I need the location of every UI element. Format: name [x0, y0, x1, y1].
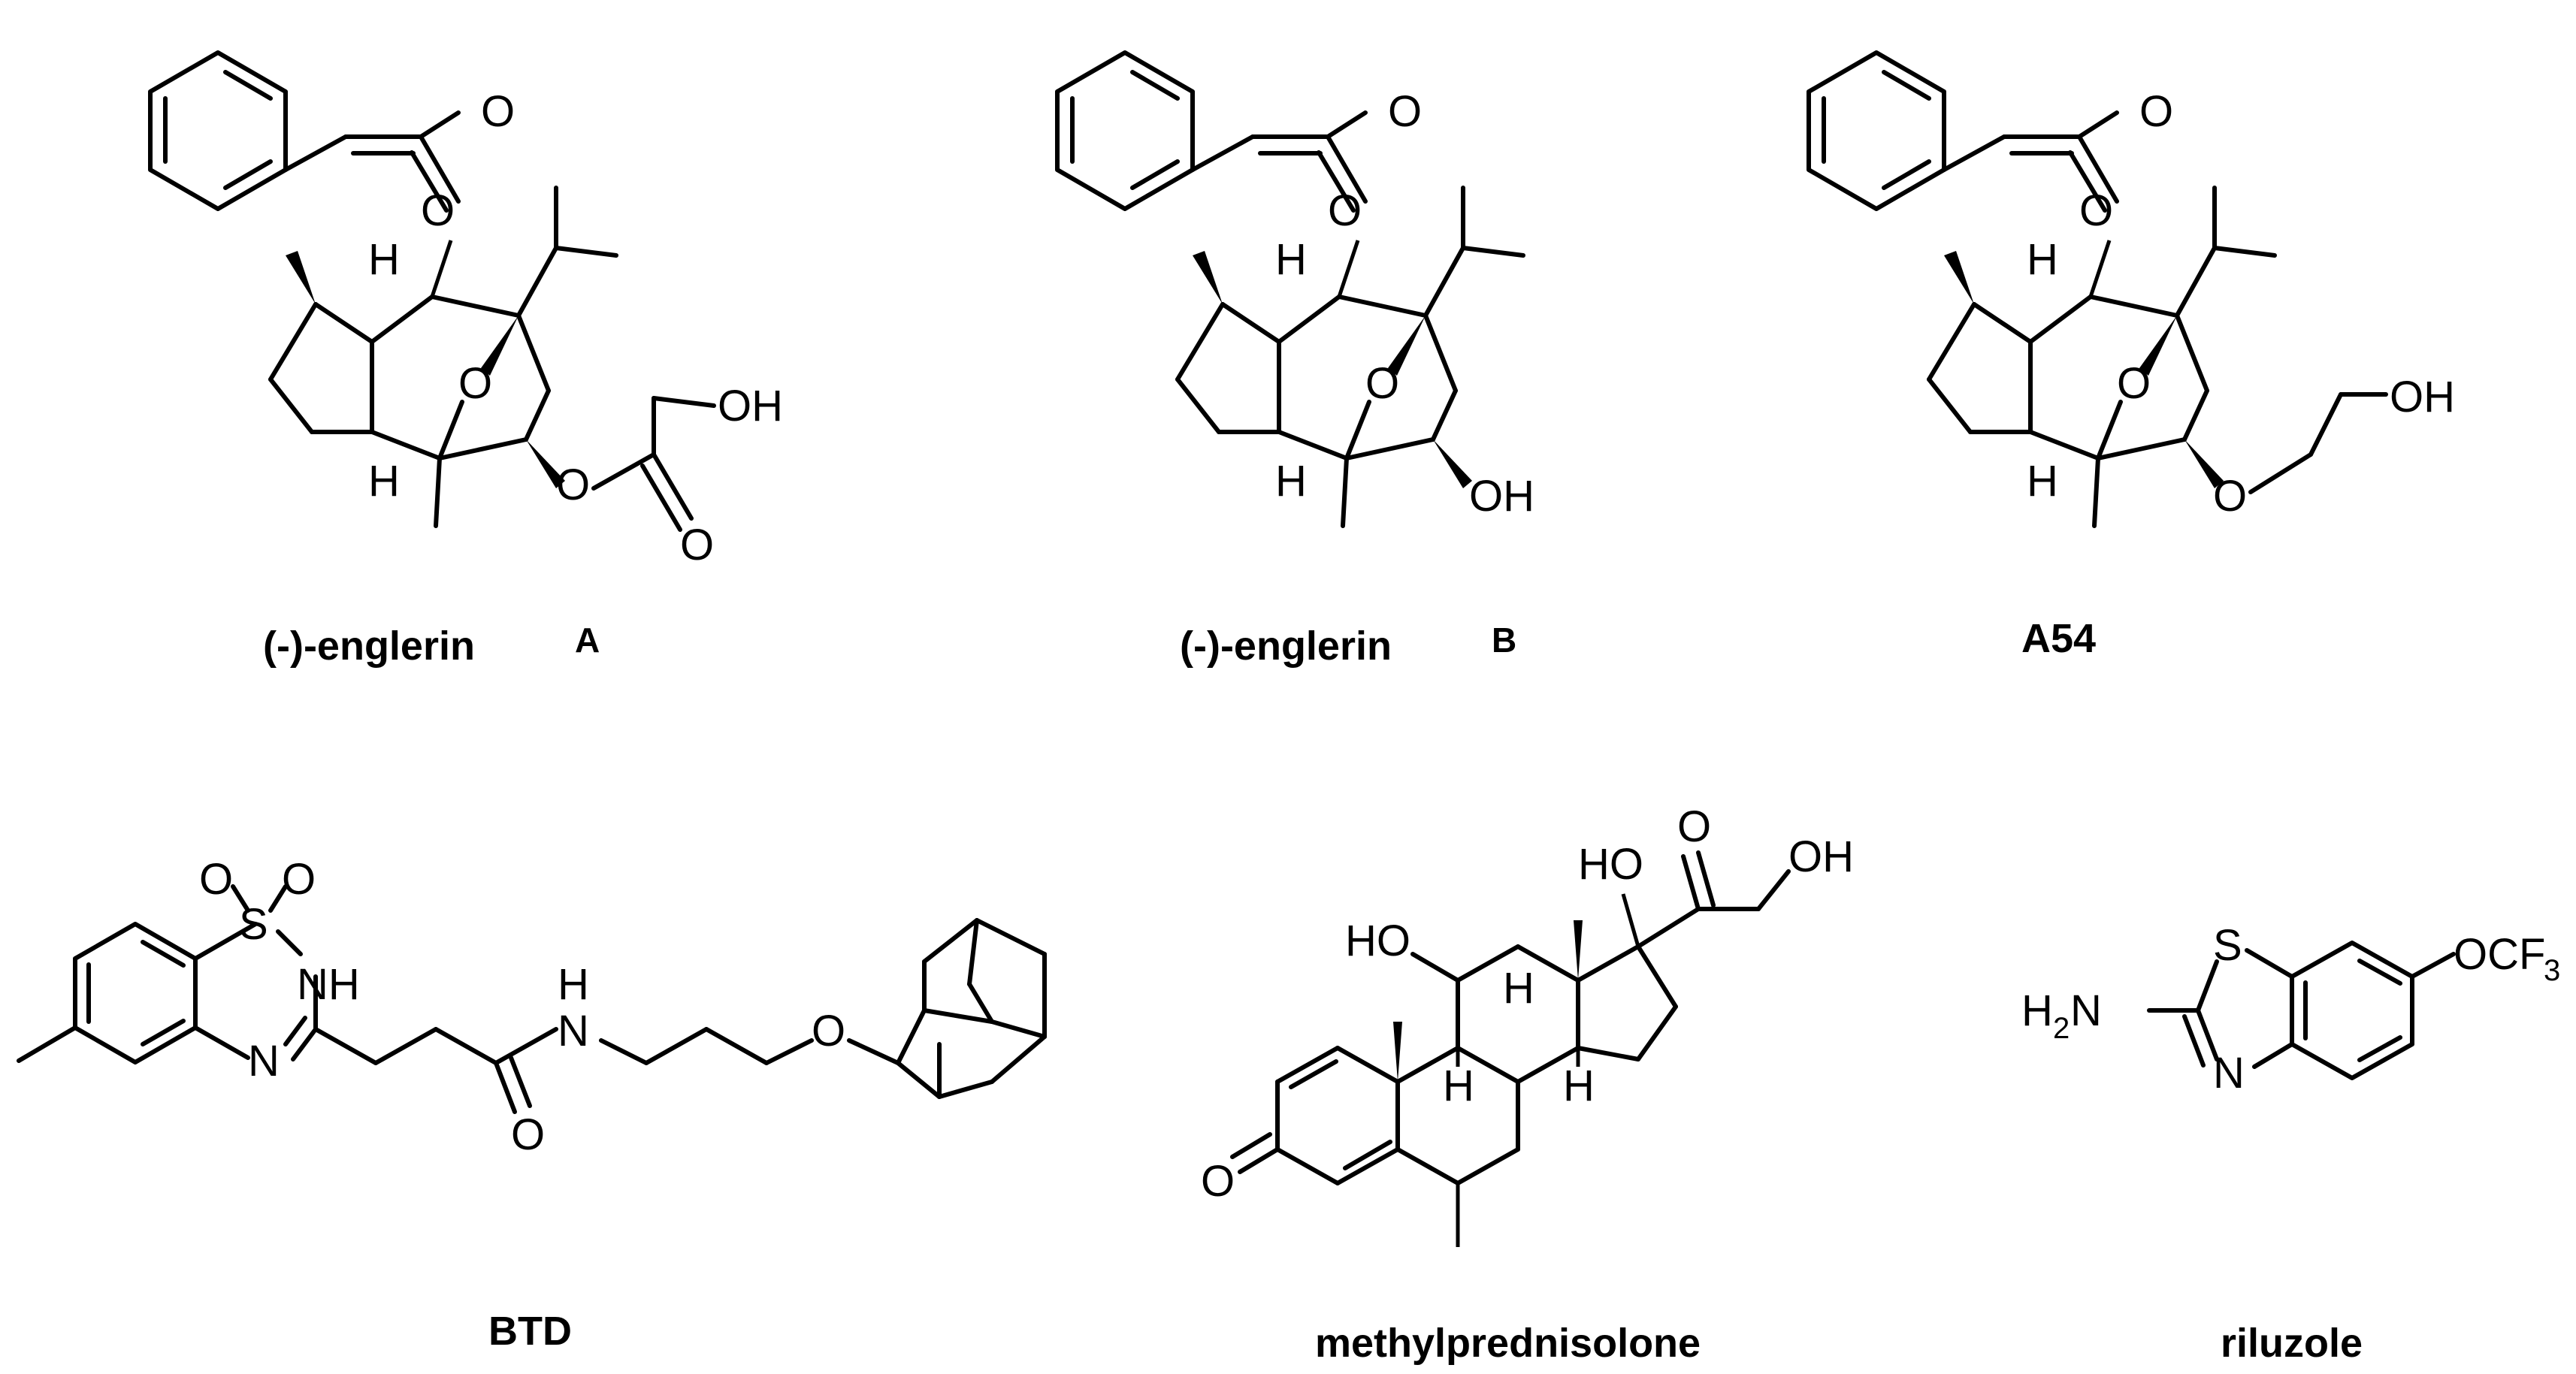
bridge-o-label: O — [458, 359, 492, 408]
h9-label: H — [1443, 1061, 1474, 1110]
ether-o-label: O — [2213, 472, 2247, 521]
caption-name: A54 — [2021, 616, 2096, 661]
glycolate-o-label: O — [556, 461, 590, 509]
h-top-label: H — [1275, 235, 1307, 284]
n-label: N — [248, 1037, 280, 1086]
h-top-label: H — [368, 235, 400, 284]
ketone-o-label: O — [1677, 802, 1711, 851]
o3-label: O — [1201, 1157, 1235, 1206]
caption-suffix: A — [575, 621, 600, 660]
h14-label: H — [1563, 1061, 1595, 1110]
caption-name: methylprednisolone — [1315, 1321, 1701, 1366]
ether-o-label: O — [812, 1007, 845, 1055]
n-label: N — [2213, 1049, 2245, 1098]
s-label: S — [2213, 921, 2242, 970]
ocf-subscript: 3 — [2544, 954, 2560, 987]
h2n-h-label: H — [2021, 986, 2053, 1035]
o1-label: O — [199, 855, 233, 904]
h-bottom-label: H — [368, 457, 400, 506]
ho11-label: HO — [1345, 917, 1410, 965]
h2n-n-label: N — [2070, 986, 2102, 1035]
oh-label: OH — [718, 382, 783, 430]
glycolate-carbonyl-o-label: O — [680, 521, 714, 569]
h-bottom-label: H — [1275, 457, 1307, 506]
englerin-a-structure: O O O H H O O OH (-)-engleri — [148, 50, 783, 669]
a54-structure: O O O H H O OH A54 — [1807, 50, 2455, 661]
nh-label: NH — [297, 960, 360, 1009]
h-top-label: H — [2027, 235, 2058, 284]
amide-n-label: N — [558, 1007, 589, 1055]
oh21-label: OH — [1788, 832, 1854, 881]
ester-o-label: O — [2079, 186, 2113, 235]
caption-suffix: B — [1492, 621, 1516, 660]
methylprednisolone-structure: O HO HO O OH H H H — [1201, 802, 1854, 1366]
ocf-label: OCF — [2454, 930, 2545, 979]
caption-name: BTD — [488, 1309, 572, 1354]
btd-structure: S O O NH N O H N O BTD — [17, 855, 1047, 1354]
bridge-o-label: O — [2117, 359, 2151, 408]
h-bottom-label: H — [2027, 457, 2058, 506]
oh-label: OH — [1469, 472, 1534, 521]
carbonyl-o-label: O — [1388, 87, 1422, 136]
h8-label: H — [1503, 964, 1534, 1013]
carbonyl-o-label: O — [481, 87, 515, 136]
amide-o-label: O — [511, 1110, 545, 1159]
ho17-label: HO — [1578, 840, 1643, 889]
ester-o-label: O — [1328, 186, 1362, 235]
amide-h-label: H — [558, 960, 589, 1009]
caption-name: riluzole — [2221, 1321, 2363, 1366]
riluzole-structure: S N H 2 N OCF 3 riluzole — [2021, 921, 2560, 1366]
oh-label: OH — [2390, 373, 2455, 421]
o2-label: O — [282, 855, 316, 904]
englerin-b-structure: O O O H H OH (-)-englerin B — [1055, 50, 1534, 669]
carbonyl-o-label: O — [2139, 87, 2173, 136]
ester-o-label: O — [421, 186, 455, 235]
h2n-subscript: 2 — [2053, 1012, 2070, 1045]
caption-name: (-)-englerin — [263, 624, 475, 669]
caption-name: (-)-englerin — [1180, 624, 1392, 669]
s-label: S — [239, 900, 268, 949]
bridge-o-label: O — [1365, 359, 1399, 408]
